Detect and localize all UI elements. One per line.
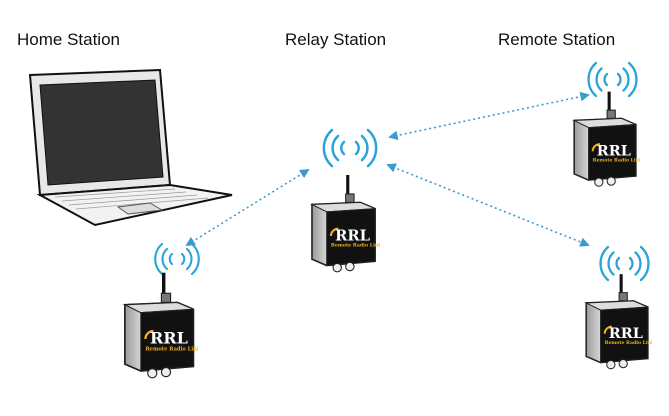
home-station-label: Home Station (17, 30, 120, 49)
relay-signal-icon (324, 130, 376, 166)
home-signal-icon (154, 242, 200, 276)
remote-station-label: Remote Station (498, 30, 616, 49)
remote-top-signal-icon (587, 61, 638, 98)
link-relay-remote-bottom (386, 163, 590, 247)
home-radio-device (125, 273, 201, 378)
relay-radio-device (310, 175, 380, 274)
laptop-icon (28, 68, 233, 227)
link-relay-remote-top (388, 91, 590, 141)
remote-bottom-radio-device (586, 274, 655, 369)
relay-station-label: Relay Station (285, 30, 387, 49)
link-relay-home (185, 168, 310, 247)
remote-bottom-signal-icon (599, 245, 650, 282)
remote-top-radio-device (572, 89, 640, 189)
